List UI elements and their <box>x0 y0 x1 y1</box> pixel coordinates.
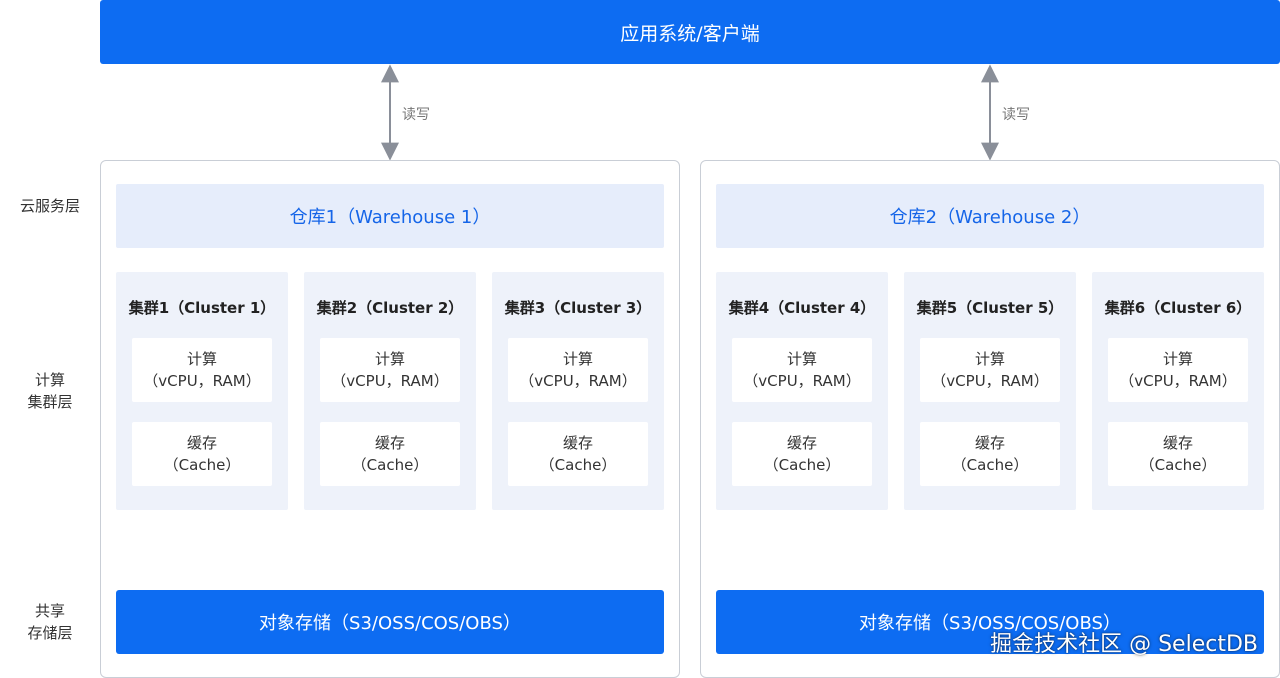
layer-label-compute: 计算 集群层 <box>10 369 90 413</box>
cache-cell: 缓存 （Cache） <box>920 422 1060 486</box>
cluster-2: 集群2（Cluster 2） 计算 （vCPU，RAM） 缓存 （Cache） <box>304 272 476 510</box>
object-storage-2-label: 对象存储（S3/OSS/COS/OBS） <box>859 613 1121 634</box>
cache-cell: 缓存 （Cache） <box>132 422 272 486</box>
compute-label: 计算 <box>562 350 593 368</box>
layer-label-storage-line1: 共享 <box>34 602 65 620</box>
application-client-bar: 应用系统/客户端 <box>100 0 1280 64</box>
compute-resources: （vCPU，RAM） <box>143 372 261 390</box>
compute-resources: （vCPU，RAM） <box>931 372 1049 390</box>
cache-label: 缓存 <box>186 434 217 452</box>
cache-sublabel: （Cache） <box>351 456 429 474</box>
compute-cell: 计算 （vCPU，RAM） <box>732 338 872 402</box>
cache-label: 缓存 <box>562 434 593 452</box>
object-storage-2: 对象存储（S3/OSS/COS/OBS） <box>716 590 1264 654</box>
cache-label: 缓存 <box>1162 434 1193 452</box>
compute-cell: 计算 （vCPU，RAM） <box>320 338 460 402</box>
cluster-title: 集群1（Cluster 1） <box>128 299 276 317</box>
cluster-1: 集群1（Cluster 1） 计算 （vCPU，RAM） 缓存 （Cache） <box>116 272 288 510</box>
cache-sublabel: （Cache） <box>951 456 1029 474</box>
compute-label: 计算 <box>974 350 1005 368</box>
cluster-3: 集群3（Cluster 3） 计算 （vCPU，RAM） 缓存 （Cache） <box>492 272 664 510</box>
watermark: 掘金技术社区 @ SelectDB <box>990 632 1258 657</box>
application-client-label: 应用系统/客户端 <box>620 22 760 45</box>
cache-cell: 缓存 （Cache） <box>732 422 872 486</box>
read-write-label: 读写 <box>1002 107 1030 123</box>
cache-cell: 缓存 （Cache） <box>1108 422 1248 486</box>
cache-sublabel: （Cache） <box>763 456 841 474</box>
cache-label: 缓存 <box>974 434 1005 452</box>
cache-sublabel: （Cache） <box>163 456 241 474</box>
cache-label: 缓存 <box>786 434 817 452</box>
compute-label: 计算 <box>374 350 405 368</box>
warehouse-2-title: 仓库2（Warehouse 2） <box>716 184 1264 248</box>
compute-resources: （vCPU，RAM） <box>1119 372 1237 390</box>
layer-label-cloud-service: 云服务层 <box>10 195 90 217</box>
cluster-title: 集群6（Cluster 6） <box>1104 299 1252 317</box>
cache-cell: 缓存 （Cache） <box>320 422 460 486</box>
compute-resources: （vCPU，RAM） <box>743 372 861 390</box>
read-write-label: 读写 <box>402 107 430 123</box>
layer-label-storage-line2: 存储层 <box>27 624 73 642</box>
layer-label-storage: 共享 存储层 <box>10 600 90 644</box>
compute-label: 计算 <box>186 350 217 368</box>
layer-label-cloud-service-text: 云服务层 <box>19 197 80 215</box>
warehouse-1-title: 仓库1（Warehouse 1） <box>116 184 664 248</box>
layer-label-compute-line2: 集群层 <box>27 393 73 411</box>
compute-cell: 计算 （vCPU，RAM） <box>1108 338 1248 402</box>
compute-label: 计算 <box>1162 350 1193 368</box>
cluster-title: 集群4（Cluster 4） <box>728 299 876 317</box>
warehouse-1-title-text: 仓库1（Warehouse 1） <box>289 207 491 228</box>
cache-label: 缓存 <box>374 434 405 452</box>
object-storage-1: 对象存储（S3/OSS/COS/OBS） <box>116 590 664 654</box>
cluster-4: 集群4（Cluster 4） 计算 （vCPU，RAM） 缓存 （Cache） <box>716 272 888 510</box>
cache-sublabel: （Cache） <box>1139 456 1217 474</box>
cache-sublabel: （Cache） <box>539 456 617 474</box>
compute-label: 计算 <box>786 350 817 368</box>
compute-resources: （vCPU，RAM） <box>519 372 637 390</box>
warehouse-2-title-text: 仓库2（Warehouse 2） <box>889 207 1091 228</box>
cache-cell: 缓存 （Cache） <box>508 422 648 486</box>
layer-label-compute-line1: 计算 <box>34 371 65 389</box>
compute-resources: （vCPU，RAM） <box>331 372 449 390</box>
compute-cell: 计算 （vCPU，RAM） <box>920 338 1060 402</box>
cluster-6: 集群6（Cluster 6） 计算 （vCPU，RAM） 缓存 （Cache） <box>1092 272 1264 510</box>
cluster-title: 集群5（Cluster 5） <box>916 299 1064 317</box>
cluster-title: 集群3（Cluster 3） <box>504 299 652 317</box>
cluster-5: 集群5（Cluster 5） 计算 （vCPU，RAM） 缓存 （Cache） <box>904 272 1076 510</box>
object-storage-1-label: 对象存储（S3/OSS/COS/OBS） <box>259 613 521 634</box>
compute-cell: 计算 （vCPU，RAM） <box>508 338 648 402</box>
compute-cell: 计算 （vCPU，RAM） <box>132 338 272 402</box>
cluster-title: 集群2（Cluster 2） <box>316 299 464 317</box>
